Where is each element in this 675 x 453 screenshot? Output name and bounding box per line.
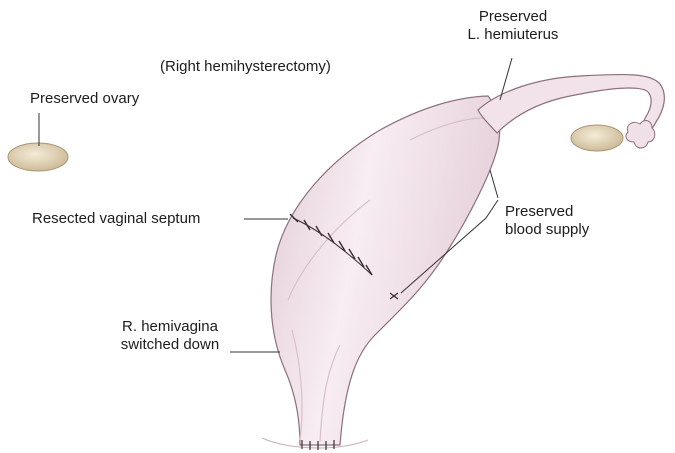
tissue-shading bbox=[287, 117, 486, 443]
label-hemivagina-line2: switched down bbox=[120, 336, 220, 353]
leader-hemiuterus bbox=[499, 57, 513, 101]
blood-supply-suture bbox=[389, 292, 399, 300]
septum-suture-line bbox=[289, 213, 373, 276]
label-preserved-hemiuterus: Preserved L. hemiuterus bbox=[438, 8, 588, 44]
introitus-sutures bbox=[261, 437, 369, 450]
leader-blood-supply bbox=[400, 199, 499, 294]
label-preserved-ovary: Preserved ovary bbox=[30, 90, 140, 107]
label-blood-supply-line1: Preserved bbox=[505, 203, 574, 220]
label-blood-supply-line2: blood supply bbox=[505, 221, 590, 238]
label-preserved-hemiuterus-line2: L. hemiuterus bbox=[467, 26, 559, 43]
hemivagina-uterus-body bbox=[270, 95, 501, 446]
label-hemivagina-line1: R. hemivagina bbox=[122, 318, 218, 335]
right-ovary bbox=[7, 142, 69, 172]
label-preserved-hemiuterus-line1: Preserved bbox=[478, 8, 548, 25]
left-ovary bbox=[570, 124, 624, 152]
label-resected-septum: Resected vaginal septum bbox=[32, 210, 201, 227]
label-blood-supply: Preserved blood supply bbox=[505, 203, 589, 239]
leader-blood-supply-top bbox=[489, 169, 499, 199]
label-hemivagina: R. hemivagina switched down bbox=[110, 318, 230, 354]
diagram-title: (Right hemihysterectomy) bbox=[160, 58, 331, 75]
leader-lines bbox=[38, 57, 513, 353]
fimbriae bbox=[625, 120, 656, 149]
